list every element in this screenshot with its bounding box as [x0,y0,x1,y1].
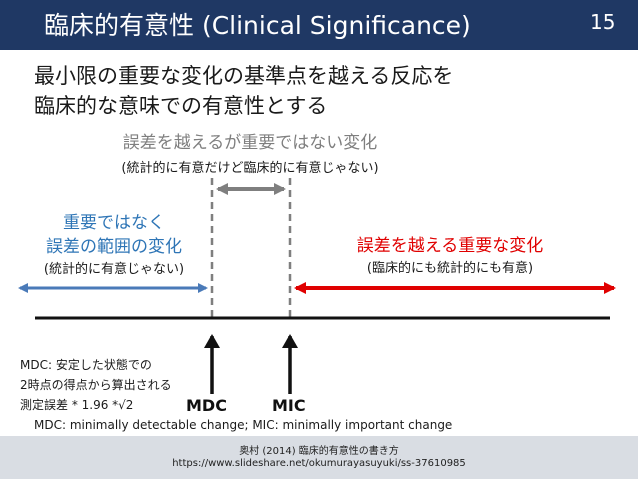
footer-url: https://www.slideshare.net/okumurayasuyu… [172,458,466,469]
middle-region-note: (統計的に有意だけど臨床的に有意じゃない) [121,161,379,176]
left-region-label: 重要ではなく 誤差の範囲の変化 (統計的に有意じゃない) [14,212,214,281]
slide-title: 臨床的有意性 (Clinical Significance) [44,11,471,40]
right-region-label: 誤差を越える重要な変化 (臨床的にも統計的にも有意) [320,234,580,280]
lead-line-2: 臨床的な意味での有意性とする [34,94,328,118]
middle-region-title: 誤差を越えるが重要ではない変化 [122,133,378,153]
mdc-note-line-1: MDC: 安定した状態での [20,358,152,372]
slide-footer: 奥村 (2014) 臨床的有意性の書き方 https://www.slidesh… [0,436,638,479]
page-number: 15 [590,10,616,34]
mdc-note-line-2: 2時点の得点から算出される [20,378,172,392]
footer-citation: 奥村 (2014) 臨床的有意性の書き方 [239,446,399,457]
left-region-title-1: 重要ではなく [63,213,165,233]
definitions-line: MDC: minimally detectable change; MIC: m… [34,418,453,432]
right-region-title: 誤差を越える重要な変化 [356,236,544,256]
left-region-title-2: 誤差の範囲の変化 [46,237,182,257]
mdc-note-line-3: 測定誤差 * 1.96 *√2 [20,398,134,412]
right-region-note: (臨床的にも統計的にも有意) [366,261,534,276]
mdc-label: MDC [186,396,227,415]
middle-region-label: 誤差を越えるが重要ではない変化 (統計的に有意だけど臨床的に有意じゃない) [80,128,420,176]
left-region-note: (統計的に有意じゃない) [43,262,185,277]
lead-line-1: 最小限の重要な変化の基準点を越える反応を [34,64,454,88]
slide-header: 臨床的有意性 (Clinical Significance) 15 [0,0,638,50]
mic-label: MIC [272,396,306,415]
